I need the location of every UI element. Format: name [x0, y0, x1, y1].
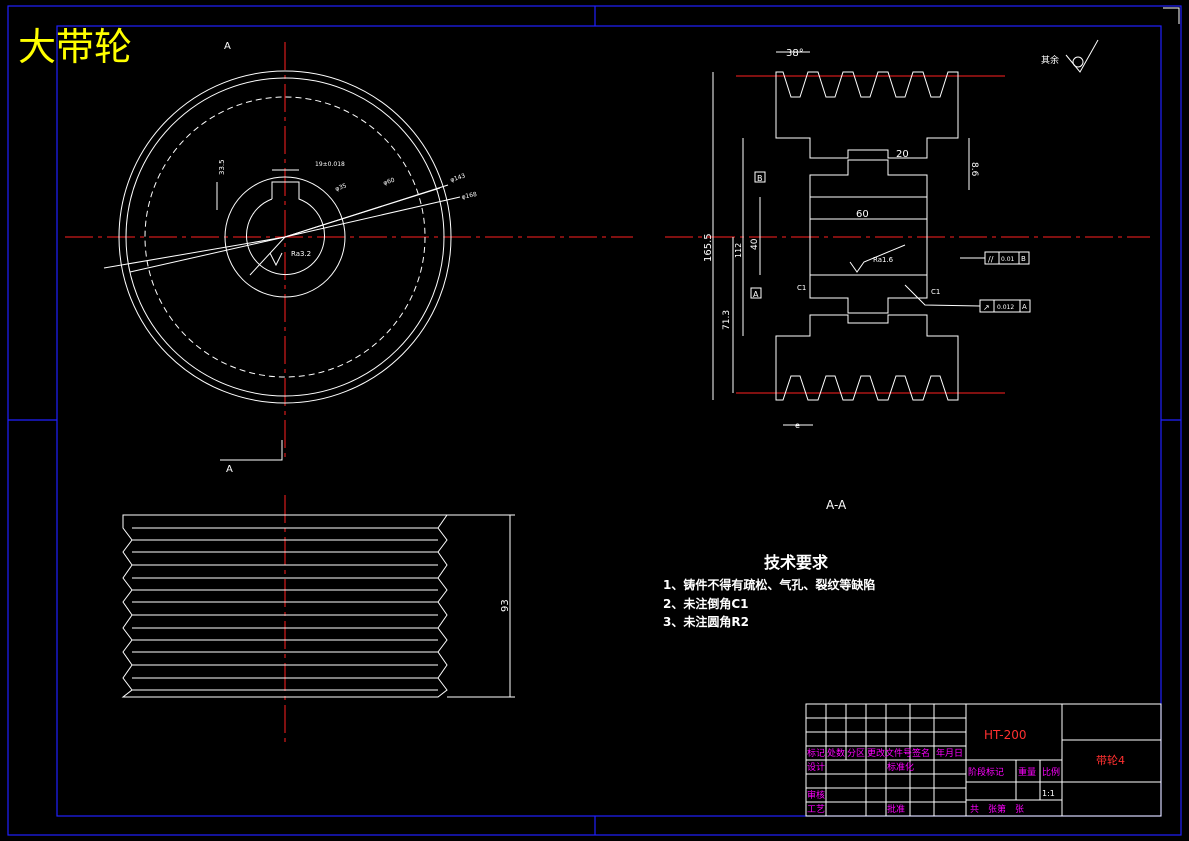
keyway-width-label: 19±0.018	[315, 161, 345, 168]
front-view: 19±0.018 33.5 Ra3.2 φ35 φ60 φ143 φ168 A …	[65, 41, 633, 475]
pitch-circle	[144, 96, 426, 378]
bore	[809, 196, 928, 276]
datum-b-label: B	[757, 174, 763, 183]
dim-112-label: 112	[734, 243, 743, 258]
tol-runout-datum: A	[1022, 303, 1027, 311]
leader-ra	[249, 236, 286, 276]
dim-8-6-label: 8.6	[969, 162, 979, 177]
tb-design: 设计	[807, 761, 825, 773]
tb-approve: 批准	[887, 803, 905, 815]
side-view: 93	[121, 495, 515, 743]
tb-label-sign: 签名	[912, 747, 930, 759]
section-view: 38° 165.5 112 40 71.3 60 20 8.6 Ra1.6 C1…	[665, 39, 1150, 512]
pitch-label: e	[795, 421, 800, 430]
tol-parallel-value: 0.01	[1001, 256, 1015, 263]
surface-symbol	[1065, 39, 1099, 73]
section-roughness-label: Ra1.6	[873, 256, 894, 264]
tol-runout-value: 0.012	[997, 304, 1014, 311]
upper-rim	[775, 71, 959, 159]
tb-standardization: 标准化	[887, 761, 914, 773]
dim-40-label: 40	[750, 238, 760, 250]
bore-roughness-label: Ra3.2	[291, 250, 311, 258]
lower-hub	[809, 274, 928, 314]
lower-rim	[775, 314, 959, 401]
tech-item-2: 2、未注倒角C1	[663, 596, 749, 611]
tb-review: 审核	[807, 789, 825, 801]
hub-circle	[224, 176, 346, 298]
tb-label-count: 处数	[827, 747, 845, 759]
dim-20-label: 20	[896, 149, 909, 160]
tb-scale-value: 1:1	[1042, 789, 1055, 798]
tb-part-name: 带轮4	[1096, 753, 1125, 767]
tech-requirements: 技术要求 1、铸件不得有疏松、气孔、裂纹等缺陷 2、未注倒角C1 3、未注圆角R…	[663, 553, 875, 629]
tb-label-doc: 更改文件号	[867, 747, 912, 759]
drawing-title: 大带轮	[18, 25, 132, 69]
dim-d4-label: φ168	[461, 191, 478, 201]
leader-d3	[284, 184, 449, 238]
leader-d2	[284, 196, 461, 238]
outer-circle-inner	[125, 77, 445, 397]
tb-process: 工艺	[807, 804, 825, 815]
tb-material: HT-200	[984, 728, 1027, 742]
tb-label-zone: 分区	[847, 748, 865, 759]
tol-runout-leader	[904, 284, 981, 307]
tech-title: 技术要求	[764, 553, 829, 572]
dim-71-label: 71.3	[722, 310, 732, 330]
section-mark-bottom: A	[226, 464, 233, 475]
datum-b-box	[754, 171, 766, 183]
outer-frame	[7, 5, 1182, 836]
bore-keyway	[246, 181, 325, 276]
surface-symbol-circle	[1072, 56, 1084, 68]
side-groove-lines	[132, 527, 438, 691]
side-width-label: 93	[500, 599, 511, 612]
tb-scale: 比例	[1042, 766, 1060, 778]
tol-parallel-datum: B	[1021, 255, 1026, 263]
section-arrow	[220, 440, 283, 461]
tech-item-1: 1、铸件不得有疏松、气孔、裂纹等缺陷	[663, 577, 875, 592]
runout-icon: ↗	[983, 303, 990, 312]
tech-item-3: 3、未注圆角R2	[663, 614, 749, 629]
dim-d3-label: φ143	[449, 172, 466, 183]
chamfer-left-label: C1	[797, 284, 806, 292]
datum-a-box	[750, 287, 762, 299]
side-outline	[121, 514, 448, 698]
surface-note-label: 其余	[1041, 54, 1059, 66]
chamfer-right-label: C1	[931, 288, 940, 296]
upper-hub	[809, 159, 928, 198]
tb-label-mark: 标记	[807, 747, 825, 759]
keyway-depth-label: 33.5	[218, 159, 226, 175]
tb-stage: 阶段标记	[968, 766, 1004, 778]
frame-corner-mark	[1163, 7, 1180, 24]
tb-sheets: 共 张第 张	[970, 803, 1024, 815]
parallel-icon: //	[988, 255, 994, 264]
datum-a-label: A	[753, 290, 759, 299]
roughness-symbol	[269, 252, 283, 267]
title-block: 标记 处数 分区 更改文件号 签名 年月日 设计 标准化 审核 工艺 批准 阶段…	[805, 703, 1162, 817]
dim-60-label: 60	[856, 209, 869, 220]
dim-165-label: 165.5	[703, 233, 714, 262]
groove-angle-label: 38°	[786, 48, 804, 59]
inner-frame	[56, 25, 1162, 817]
leader-d5	[129, 236, 286, 273]
title-block-grid	[806, 704, 1161, 816]
section-mark-top: A	[224, 41, 231, 52]
roughness-mark	[849, 244, 906, 273]
leader-d4	[103, 236, 286, 269]
section-view-label: A-A	[826, 498, 847, 512]
outer-circle	[118, 70, 452, 404]
dim-d1-label: φ35	[334, 182, 347, 193]
dim-d2-label: φ60	[382, 177, 395, 187]
tb-label-date: 年月日	[936, 747, 963, 759]
tb-weight: 重量	[1018, 766, 1036, 778]
